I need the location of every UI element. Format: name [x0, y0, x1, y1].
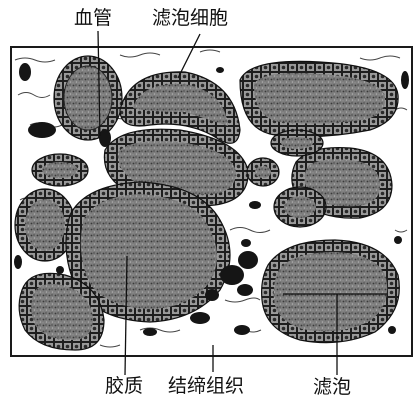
- follicle-tiny-center-right: [247, 158, 279, 186]
- label-colloid: 胶质: [105, 377, 143, 396]
- follicle-top-right: [240, 61, 398, 136]
- follicle-bottom-right: [262, 240, 400, 343]
- follicle-small-left: [32, 154, 88, 186]
- follicle-top-right-small: [271, 130, 323, 156]
- label-follicle: 滤泡: [313, 378, 351, 397]
- label-follicular-cells: 滤泡细胞: [152, 9, 228, 28]
- label-connective-tissue: 结缔组织: [168, 377, 244, 396]
- follicle-top-left: [54, 56, 122, 140]
- follicle-small-right: [274, 187, 326, 227]
- label-blood-vessel: 血管: [74, 9, 112, 28]
